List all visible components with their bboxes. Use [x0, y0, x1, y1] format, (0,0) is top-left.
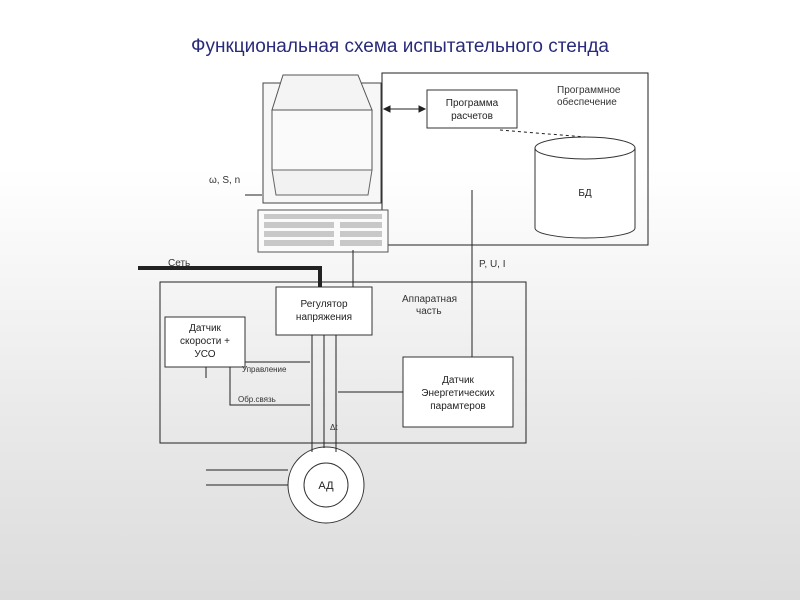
feedback-label: Обр.связь — [238, 395, 276, 404]
motor-icon — [287, 446, 365, 524]
omega-label: ω, S, n — [209, 175, 240, 186]
regulator-block — [275, 286, 373, 336]
keyboard-icon — [257, 209, 389, 253]
db-label: БД — [578, 188, 592, 199]
program-label-1: Программа — [446, 98, 499, 109]
delta-t-label: Δt — [330, 423, 338, 432]
regulator-label-1: Регулятор — [300, 299, 347, 310]
speed-sensor-label-1: Датчик — [189, 323, 221, 334]
computer-monitor-icon — [262, 74, 382, 204]
motor-label: АД — [318, 480, 334, 492]
software-label-2: обеспечение — [557, 96, 617, 108]
program-block — [426, 89, 518, 129]
software-label-1: Программное — [557, 85, 621, 96]
hardware-label-2: часть — [416, 306, 442, 317]
hardware-label-1: Аппаратная — [402, 294, 457, 305]
software-region — [381, 72, 649, 246]
network-line — [138, 266, 322, 287]
arrow-program-db — [499, 129, 586, 138]
network-label: Сеть — [168, 258, 190, 269]
energy-sensor-label-1: Датчик — [442, 375, 474, 386]
pui-label: P, U, I — [479, 259, 506, 270]
energy-sensor-label-3: парамтеров — [430, 401, 485, 412]
speed-sensor-label-3: УСО — [194, 349, 215, 360]
feedback-line — [229, 367, 310, 406]
page-title: Функциональная схема испытательного стен… — [191, 36, 609, 57]
program-label-2: расчетов — [451, 111, 493, 122]
speed-sensor-label-2: скорости + — [180, 336, 230, 347]
energy-sensor-block — [402, 356, 514, 428]
energy-sensor-label-2: Энергетических — [421, 388, 494, 399]
control-label: Управление — [242, 365, 287, 374]
regulator-label-2: напряжения — [296, 312, 352, 323]
database-icon — [534, 136, 636, 239]
hardware-region — [159, 281, 527, 444]
speed-sensor-block — [164, 316, 246, 368]
